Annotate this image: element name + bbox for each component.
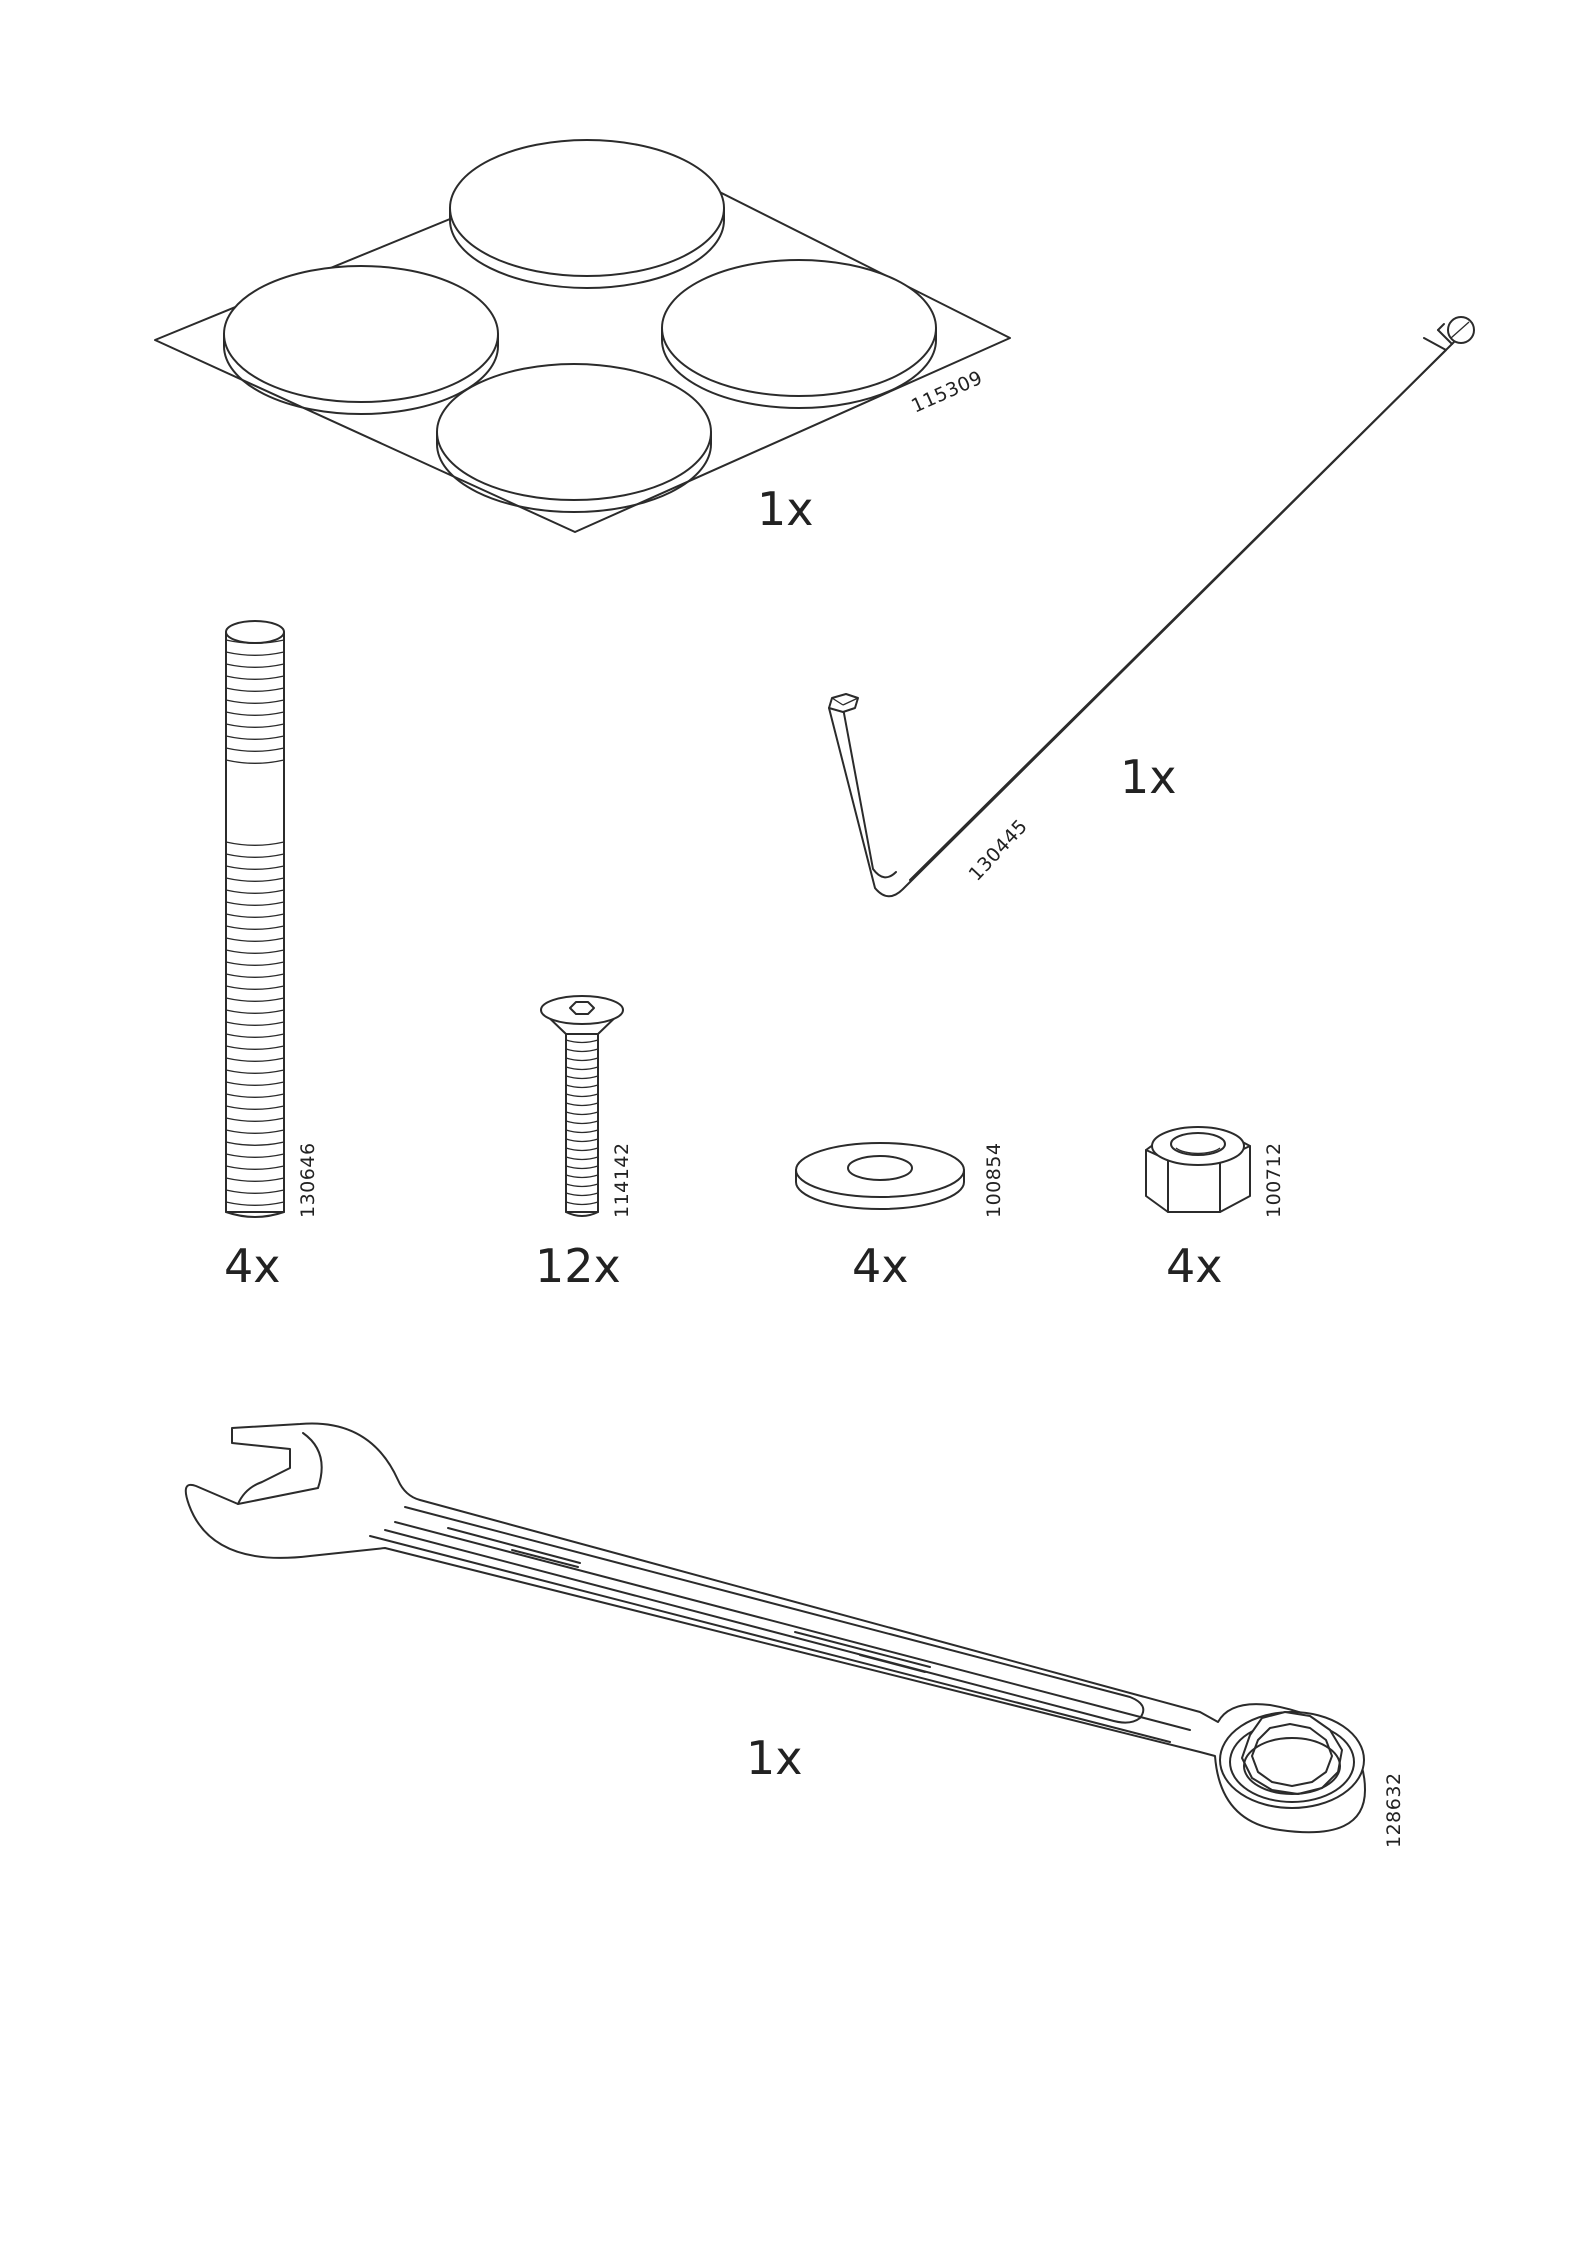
- hex-nut-illustration: [1146, 1127, 1250, 1212]
- felt-pads-quantity: 1x: [757, 482, 814, 536]
- threaded-rod-part-number: 130646: [297, 1142, 319, 1218]
- felt-pads-illustration: [155, 140, 1010, 532]
- countersunk-screw-part-number: 114142: [611, 1142, 633, 1218]
- threaded-rod-illustration: [226, 621, 284, 1217]
- allen-key-part-number: 130445: [965, 815, 1033, 885]
- washer-illustration: [796, 1143, 964, 1209]
- washer-quantity: 4x: [852, 1239, 909, 1293]
- hex-nut-part-number: 100712: [1263, 1142, 1285, 1218]
- combination-wrench-part-number: 128632: [1383, 1772, 1405, 1848]
- hex-nut-quantity: 4x: [1166, 1239, 1223, 1293]
- countersunk-screw-quantity: 12x: [535, 1239, 621, 1293]
- washer-part-number: 100854: [983, 1142, 1005, 1218]
- combination-wrench-quantity: 1x: [746, 1731, 803, 1785]
- threaded-rod-quantity: 4x: [224, 1239, 281, 1293]
- allen-key-quantity: 1x: [1120, 750, 1177, 804]
